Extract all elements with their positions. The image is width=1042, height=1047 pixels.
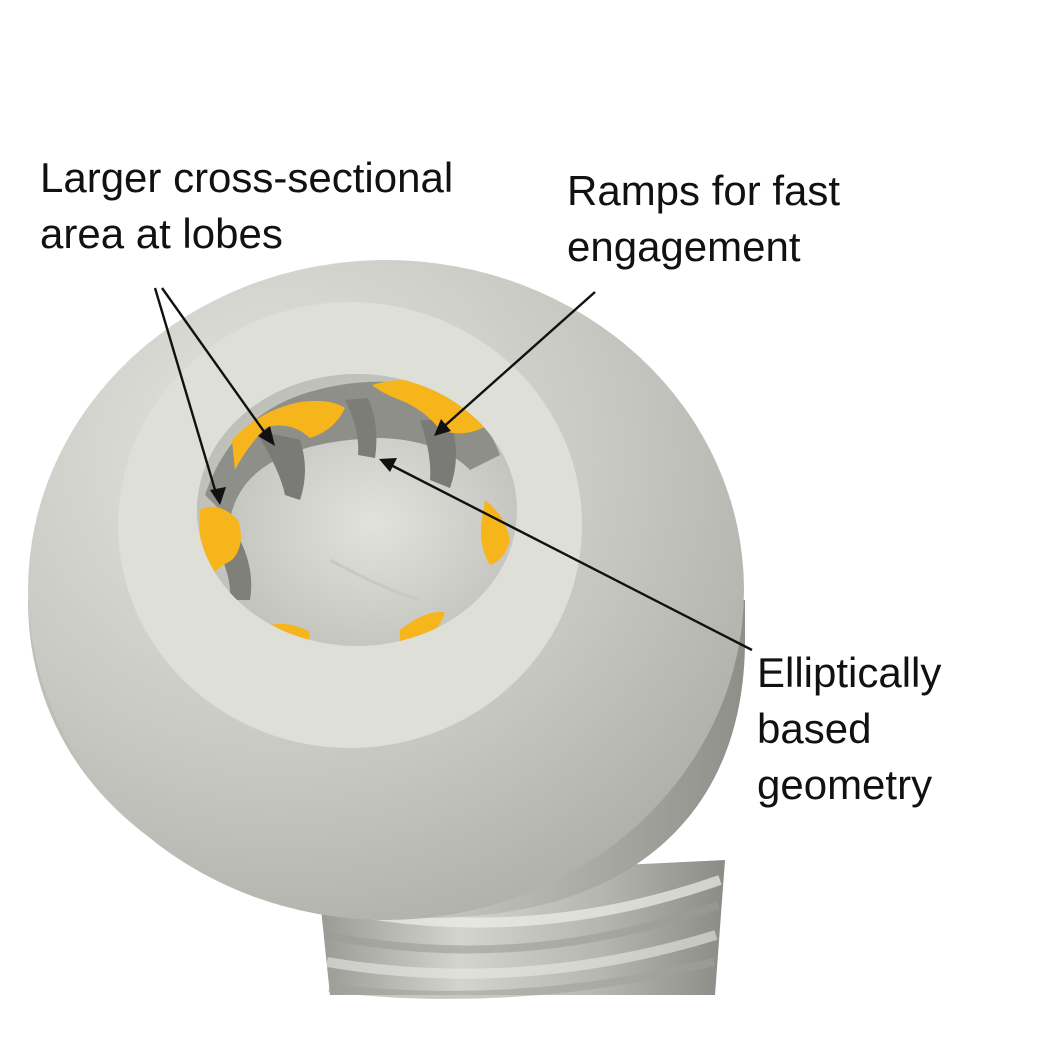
annotation-geometry-line3: geometry: [757, 761, 933, 808]
torx-recess: [197, 374, 517, 646]
annotation-ramps-line1: Ramps for fast: [567, 167, 841, 214]
annotation-ramps: Ramps for fast engagement: [567, 163, 840, 275]
leader-line-lobes-lower: [153, 287, 220, 501]
leader-line-lobes-upper: [161, 287, 271, 441]
leader-line-geometry: [384, 460, 753, 652]
annotation-lobes: Larger cross-sectional area at lobes: [40, 150, 453, 262]
arrowhead-ramps: [434, 419, 451, 436]
annotation-geometry-line2: based: [757, 705, 872, 752]
arrowheads: [210, 419, 451, 505]
arrowhead-lobes-lower: [210, 487, 226, 505]
annotation-geometry: Elliptically based geometry: [757, 645, 941, 813]
annotation-lobes-line1: Larger cross-sectional: [40, 154, 454, 201]
leader-line-ramps: [439, 291, 596, 431]
arrowhead-lobes-upper: [258, 426, 275, 446]
annotation-ramps-line2: engagement: [567, 223, 801, 270]
arrowhead-geometry: [379, 458, 397, 472]
annotation-geometry-line1: Elliptically: [757, 649, 942, 696]
annotation-lobes-line2: area at lobes: [40, 210, 283, 257]
leader-lines: [153, 287, 753, 652]
